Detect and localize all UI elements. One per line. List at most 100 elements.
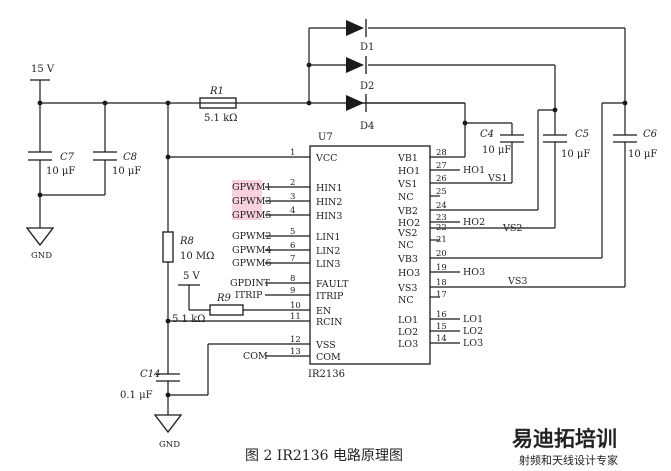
net-gpwm5: GPWM5 — [232, 210, 272, 221]
supply-15v-label: 15 V — [31, 64, 55, 75]
diode-d2: D2 — [346, 56, 374, 92]
gnd-symbol-left: GND — [25, 227, 55, 261]
pin-num-9: 9 — [290, 286, 295, 296]
diode-d1: D1 — [346, 19, 374, 53]
pin-name-vs3: VS3 — [397, 283, 417, 294]
pin-name-lin2: LIN2 — [316, 246, 340, 257]
pin-num-1: 1 — [290, 148, 295, 158]
pin-name-hin1: HIN1 — [316, 183, 342, 194]
pin-num-28: 28 — [436, 148, 447, 158]
net-lo1: LO1 — [463, 314, 483, 325]
c8-ref: C8 — [123, 152, 137, 163]
net-gpwm4: GPWM4 — [232, 245, 272, 256]
pin-num-23: 23 — [436, 213, 447, 223]
resistor-r8: R8 10 MΩ — [162, 231, 214, 263]
r8-value: 10 MΩ — [180, 251, 214, 262]
net-itrip: ITRIP — [235, 290, 263, 301]
pin-num-18: 18 — [436, 278, 447, 288]
pin-name-ho1: HO1 — [398, 166, 420, 177]
pin-name-lo3: LO3 — [398, 339, 418, 350]
pin-num-3: 3 — [290, 192, 295, 202]
pin-num-25: 25 — [436, 187, 447, 197]
net-lo3: LO3 — [463, 338, 483, 349]
pin-name-en: EN — [316, 306, 331, 317]
pin-name-fault: FAULT — [316, 279, 349, 290]
wires — [30, 27, 626, 415]
c6-ref: C6 — [643, 129, 658, 140]
pin-num-13: 13 — [290, 347, 301, 357]
c4-ref: C4 — [480, 129, 494, 140]
pin-name-hin2: HIN2 — [316, 197, 342, 208]
net-ho1: HO1 — [463, 165, 485, 176]
capacitor-c4: C4 10 μF — [480, 129, 524, 156]
pin-name-vs1: VS1 — [397, 179, 417, 190]
net-gpwm1: GPWM1 — [232, 182, 272, 193]
resistor-r1: R1 5.1 kΩ — [199, 86, 237, 124]
net-vs3: VS3 — [507, 276, 527, 287]
r9-value: 5.1 kΩ — [172, 314, 205, 325]
pin-num-16: 16 — [436, 310, 447, 320]
net-vs2: VS2 — [502, 223, 522, 234]
figure-caption: 图 2 IR2136 电路原理图 — [245, 448, 403, 464]
pin-name-ho2: HO2 — [398, 218, 420, 229]
c14-ref: C14 — [140, 369, 160, 380]
chip-part: IR2136 — [308, 369, 345, 380]
c6-value: 10 μF — [628, 149, 657, 160]
pin-num-24: 24 — [436, 201, 447, 211]
capacitor-c5: C5 10 μF — [543, 129, 590, 160]
pin-name-ho3: HO3 — [398, 268, 420, 279]
pin-name-vss: VSS — [315, 340, 336, 351]
c14-value: 0.1 μF — [120, 390, 153, 401]
net-gpwm6: GPWM6 — [232, 258, 272, 269]
net-gpwm3: GPWM3 — [232, 196, 272, 207]
pin-num-19: 19 — [436, 263, 447, 273]
watermark-subtitle: 射频和天线设计专家 — [519, 453, 618, 467]
pin-num-7: 7 — [290, 254, 295, 264]
highlight-artifact — [232, 180, 262, 220]
pin-name-hin3: HIN3 — [316, 211, 342, 222]
net-ho2: HO2 — [463, 217, 485, 228]
pin-num-5: 5 — [290, 227, 295, 237]
pin-num-6: 6 — [290, 241, 295, 251]
supply-5v-label: 5 V — [183, 271, 201, 282]
r1-ref: R1 — [209, 86, 224, 97]
pin-num-10: 10 — [290, 301, 301, 311]
pin-name-nc: NC — [398, 295, 414, 306]
pin-name-lin3: LIN3 — [316, 259, 340, 270]
pin-num-26: 26 — [436, 174, 447, 184]
resistor-r9: R9 5.1 kΩ — [172, 293, 244, 325]
pin-name-vb1: VB1 — [397, 153, 418, 164]
net-gpdint: GPDINT — [230, 278, 271, 289]
capacitor-c14: C14 0.1 μF — [120, 369, 180, 401]
pin-num-12: 12 — [290, 335, 301, 345]
pin-name-vs2: VS2 — [397, 228, 417, 239]
gnd-symbol-bottom: GND — [153, 414, 183, 450]
watermark-logo: 易迪拓培训 射频和天线设计专家 — [512, 426, 618, 467]
d2-label: D2 — [360, 81, 374, 92]
capacitor-c6: C6 10 μF — [613, 129, 658, 160]
chip-ref: U7 — [318, 132, 333, 143]
net-com: COM — [243, 351, 268, 362]
pin-name-nc: NC — [398, 192, 414, 203]
pin-name-vb2: VB2 — [397, 206, 418, 217]
d4-label: D4 — [360, 121, 374, 132]
right-net-labels: HO1 VS1 HO2 VS2 HO3 VS3 LO1 LO2 LO3 — [463, 165, 527, 349]
net-gpwm2: GPWM2 — [232, 231, 272, 242]
pin-num-11: 11 — [290, 312, 301, 322]
pin-num-8: 8 — [290, 274, 295, 284]
net-vs1: VS1 — [487, 173, 507, 184]
left-net-labels: GPWM1 GPWM3 GPWM5 GPWM2 GPWM4 GPWM6 GPDI… — [230, 182, 272, 362]
pin-num-27: 27 — [436, 161, 447, 171]
pin-name-itrip: ITRIP — [316, 291, 344, 302]
pin-name-vb3: VB3 — [397, 254, 418, 265]
c5-ref: C5 — [575, 129, 589, 140]
d1-label: D1 — [360, 42, 374, 53]
pin-num-2: 2 — [290, 178, 295, 188]
pin-name-vcc: VCC — [315, 153, 337, 164]
net-lo2: LO2 — [463, 326, 483, 337]
pin-name-lin1: LIN1 — [316, 232, 340, 243]
c5-value: 10 μF — [561, 149, 590, 160]
